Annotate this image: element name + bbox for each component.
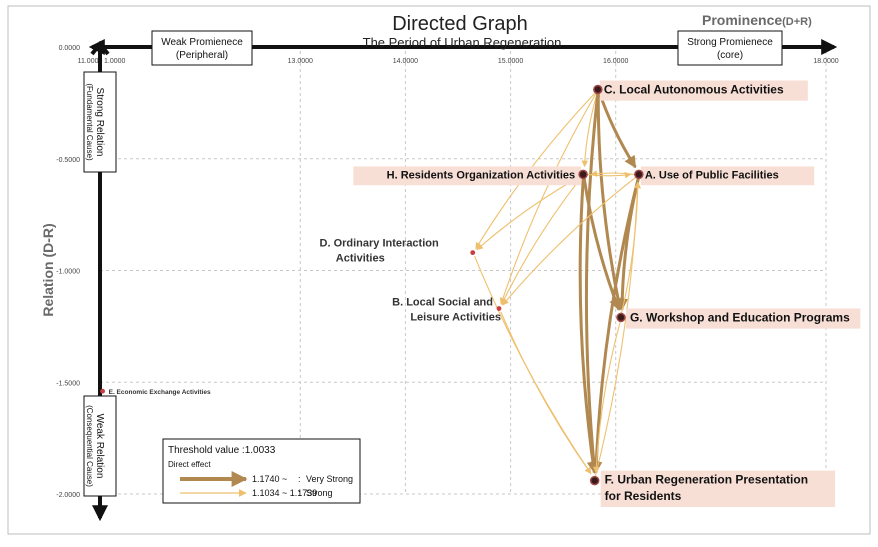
node-label-d-line1: D. Ordinary Interaction xyxy=(320,238,439,250)
edge-a-to-h xyxy=(590,170,635,177)
node-label-h-line1: H. Residents Organization Activities xyxy=(387,169,575,181)
weak-prominence-box xyxy=(151,30,253,66)
y-tick-label-1-5000: -1.5000 xyxy=(56,380,80,387)
edge-d-to-f xyxy=(474,255,592,475)
x-tick-label-14-0000: 14.0000 xyxy=(393,58,418,65)
node-label-g-line1: G. Workshop and Education Programs xyxy=(630,310,850,324)
y-tick-label-0-5000: -0.5000 xyxy=(56,157,80,164)
strong-prominence-line2: (core) xyxy=(717,50,743,61)
x-axis-label-main: Prominence xyxy=(702,12,782,28)
x-tick-label-extra: 1.0000 xyxy=(104,58,126,65)
edge-g-to-f xyxy=(592,321,621,474)
node-f xyxy=(589,475,600,486)
edge-c-to-b xyxy=(499,92,597,305)
weak-prominence-line1: Weak Promienece xyxy=(161,37,243,48)
y-tick-label-1-0000: -1.0000 xyxy=(56,269,80,276)
node-c xyxy=(593,84,603,95)
node-label-f-line2: for Residents xyxy=(605,489,682,503)
strong-prominence-box xyxy=(677,30,783,66)
tick-layer: 11.0000 13.0000 14.0000 15.0000 16.0000 18.00… xyxy=(56,45,839,499)
node-d xyxy=(470,250,476,256)
node-layer xyxy=(100,84,644,486)
y-tick-label-2-0000: -2.0000 xyxy=(56,492,80,499)
x-tick-label-18-0000: 18.0000 xyxy=(813,58,838,65)
edge-layer xyxy=(474,92,642,477)
node-label-e-line1: E. Economic Exchange Activities xyxy=(109,389,211,396)
node-label-bg-h xyxy=(353,166,582,186)
grid-layer xyxy=(100,51,827,495)
legend-box xyxy=(162,438,361,504)
node-label-f-line1: F. Urban Regeneration Presentation xyxy=(605,473,808,487)
edge-a-to-b xyxy=(502,176,637,306)
edge-c-to-h xyxy=(581,93,598,168)
node-b xyxy=(496,306,502,311)
legend-strong-range: 1.1034 ~ 1.1739 xyxy=(252,488,317,498)
node-e xyxy=(100,388,106,394)
legend: Threshold value :1.0033 Direct effect 1.… xyxy=(162,438,361,504)
weak-prominence-line2: (Peripheral) xyxy=(176,50,228,61)
node-h xyxy=(578,169,588,180)
node-label-a-line1: A. Use of Public Facilities xyxy=(645,169,779,181)
legend-very-strong-range: 1.1740 ~ xyxy=(252,474,287,484)
legend-strong-sep: : xyxy=(298,488,301,498)
y-axis-label: Relation (D-R) xyxy=(40,223,56,316)
node-label-bg-f xyxy=(600,470,836,507)
chart-subtitle: The Period of Urban Regeneration xyxy=(363,35,562,50)
edge-c-to-f xyxy=(584,93,600,474)
x-tick-label-13-0000: 13.0000 xyxy=(288,58,313,65)
strong-relation-line1: Strong Relation xyxy=(94,88,105,157)
node-label-b-line2: Leisure Activities xyxy=(410,311,501,323)
weak-relation-line1: Weak Relation xyxy=(94,414,105,479)
legend-very-strong-sep: : xyxy=(298,474,301,484)
legend-threshold: Threshold value :1.0033 xyxy=(168,445,276,456)
x-tick-label-15-0000: 15.0000 xyxy=(498,58,523,65)
node-label-b-line1: B. Local Social and xyxy=(392,296,493,308)
y-tick-label-0-0000: 0.0000 xyxy=(59,45,81,52)
label-layer: C. Local Autonomous Activities A. Use of … xyxy=(109,80,861,507)
weak-relation-line2: (Consequential Cause) xyxy=(85,405,94,487)
weak-relation-box xyxy=(83,395,117,497)
strong-relation-line2: (Fundamental Cause) xyxy=(85,83,94,161)
node-label-d-line2: Activities xyxy=(336,252,385,264)
x-axis-label: Prominence(D+R) xyxy=(702,12,812,28)
edge-a-to-f xyxy=(590,177,640,474)
strong-prominence-line1: Strong Promienece xyxy=(687,37,773,48)
legend-very-strong-label: Very Strong xyxy=(306,474,353,484)
legend-heading: Direct effect xyxy=(168,460,211,469)
node-label-c-line1: C. Local Autonomous Activities xyxy=(604,82,784,96)
edge-h-to-f xyxy=(578,178,599,474)
edge-c-to-a xyxy=(598,92,637,169)
edge-b-to-f xyxy=(500,311,592,475)
node-label-bg-c xyxy=(599,80,808,101)
edge-h-to-b xyxy=(501,177,582,305)
y-axis-top-arrow xyxy=(90,40,110,56)
x-tick-label-11-0000: 11.0000 xyxy=(78,58,103,65)
node-a xyxy=(634,169,644,180)
x-axis-label-suffix: (D+R) xyxy=(782,16,812,28)
node-label-bg-a xyxy=(640,166,815,186)
strong-relation-box xyxy=(83,71,117,173)
node-g xyxy=(616,312,626,323)
node-label-bg-g xyxy=(625,308,861,329)
chart-title: Directed Graph xyxy=(392,13,528,35)
edge-f-to-a xyxy=(594,181,641,477)
outer-border xyxy=(7,5,871,535)
x-tick-label-16-0000: 16.0000 xyxy=(603,58,628,65)
legend-strong-label: Strong xyxy=(306,488,333,498)
